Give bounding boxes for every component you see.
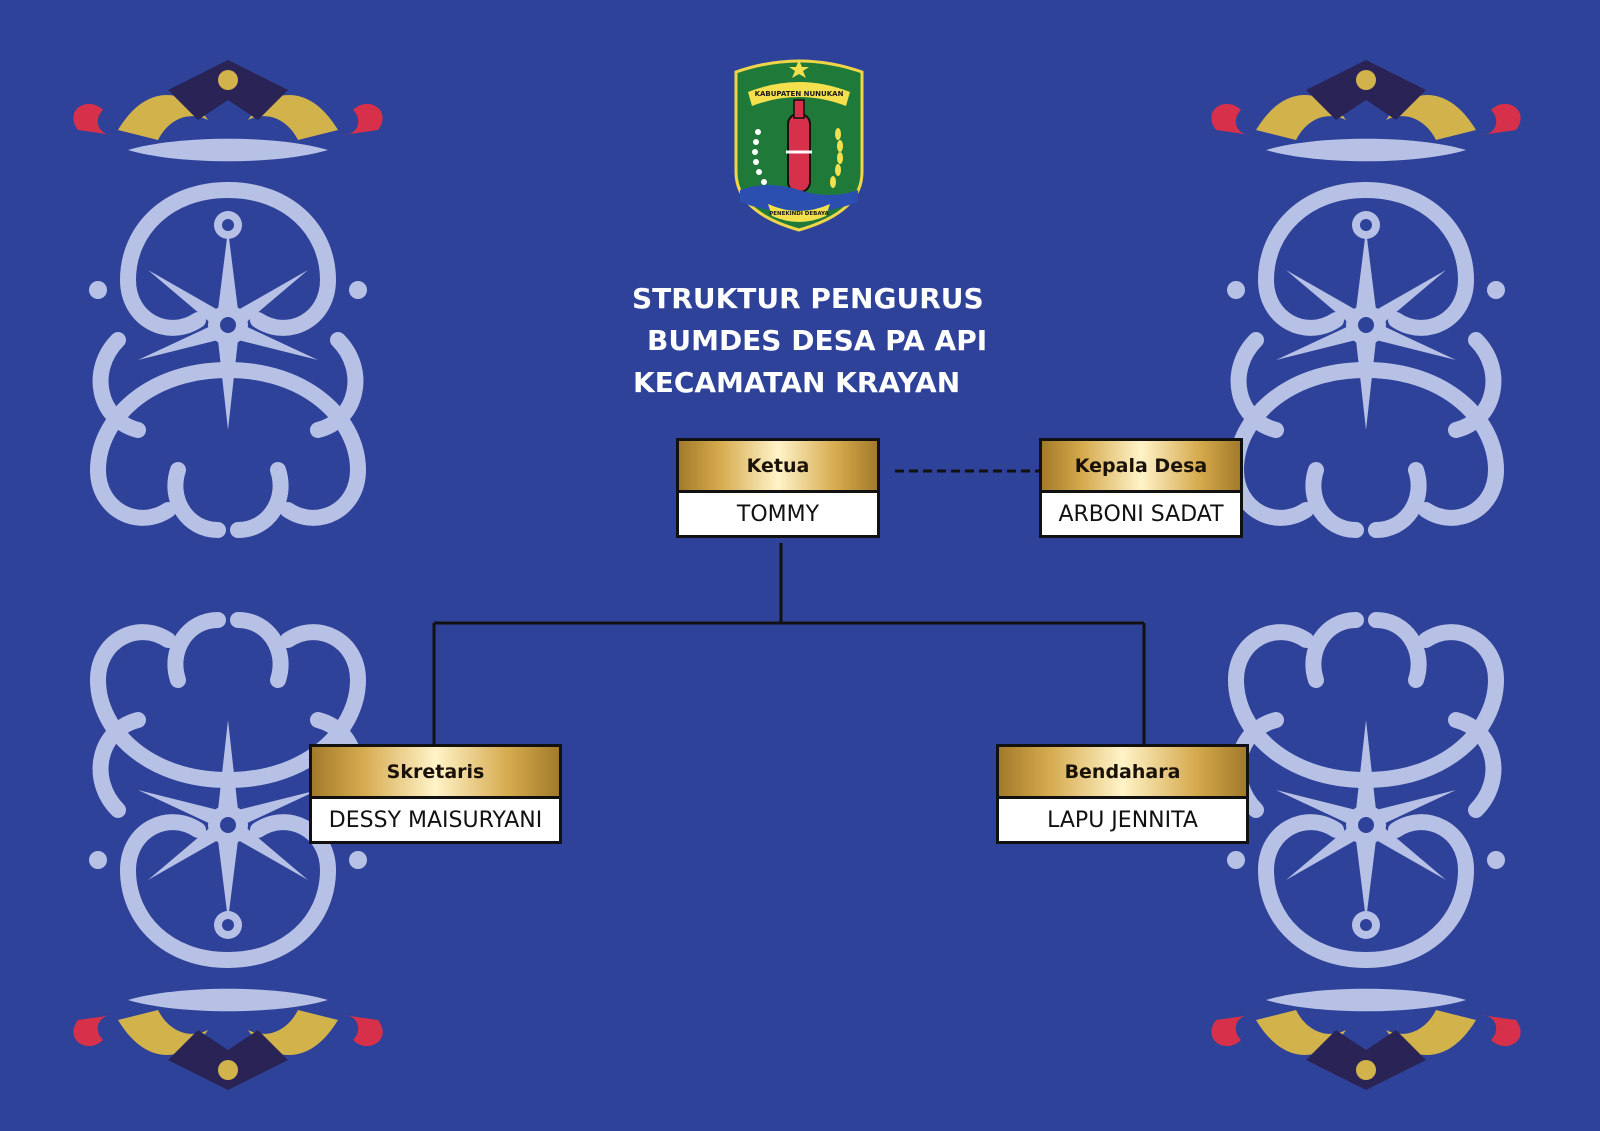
- node-name: DESSY MAISURYANI: [312, 799, 559, 841]
- node-role: Skretaris: [312, 747, 559, 799]
- dayak-ornament: [73, 612, 383, 1090]
- emblem-top-text: KABUPATEN NUNUKAN: [755, 90, 844, 98]
- node-role: Kepala Desa: [1042, 441, 1240, 493]
- node-bendahara: Bendahara LAPU JENNITA: [996, 744, 1249, 844]
- page-title: STRUKTUR PENGURUS BUMDES DESA PA API KEC…: [600, 278, 1000, 404]
- node-role: Ketua: [679, 441, 877, 493]
- node-sekretaris: Skretaris DESSY MAISURYANI: [309, 744, 562, 844]
- dayak-ornament: [73, 60, 383, 538]
- kabupaten-nunukan-emblem: KABUPATEN NUNUKAN PENEKINDI DEBAYA: [734, 59, 864, 232]
- node-ketua: Ketua TOMMY: [676, 438, 880, 538]
- title-line-1: STRUKTUR PENGURUS: [632, 282, 984, 315]
- node-name: ARBONI SADAT: [1042, 493, 1240, 535]
- emblem-bottom-text: PENEKINDI DEBAYA: [769, 211, 829, 217]
- node-role: Bendahara: [999, 747, 1246, 799]
- node-kepala-desa: Kepala Desa ARBONI SADAT: [1039, 438, 1243, 538]
- node-name: LAPU JENNITA: [999, 799, 1246, 841]
- title-line-2: BUMDES DESA PA API: [647, 324, 988, 357]
- node-name: TOMMY: [679, 493, 877, 535]
- dayak-ornament: [1211, 612, 1521, 1090]
- title-line-3: KECAMATAN KRAYAN: [633, 366, 961, 399]
